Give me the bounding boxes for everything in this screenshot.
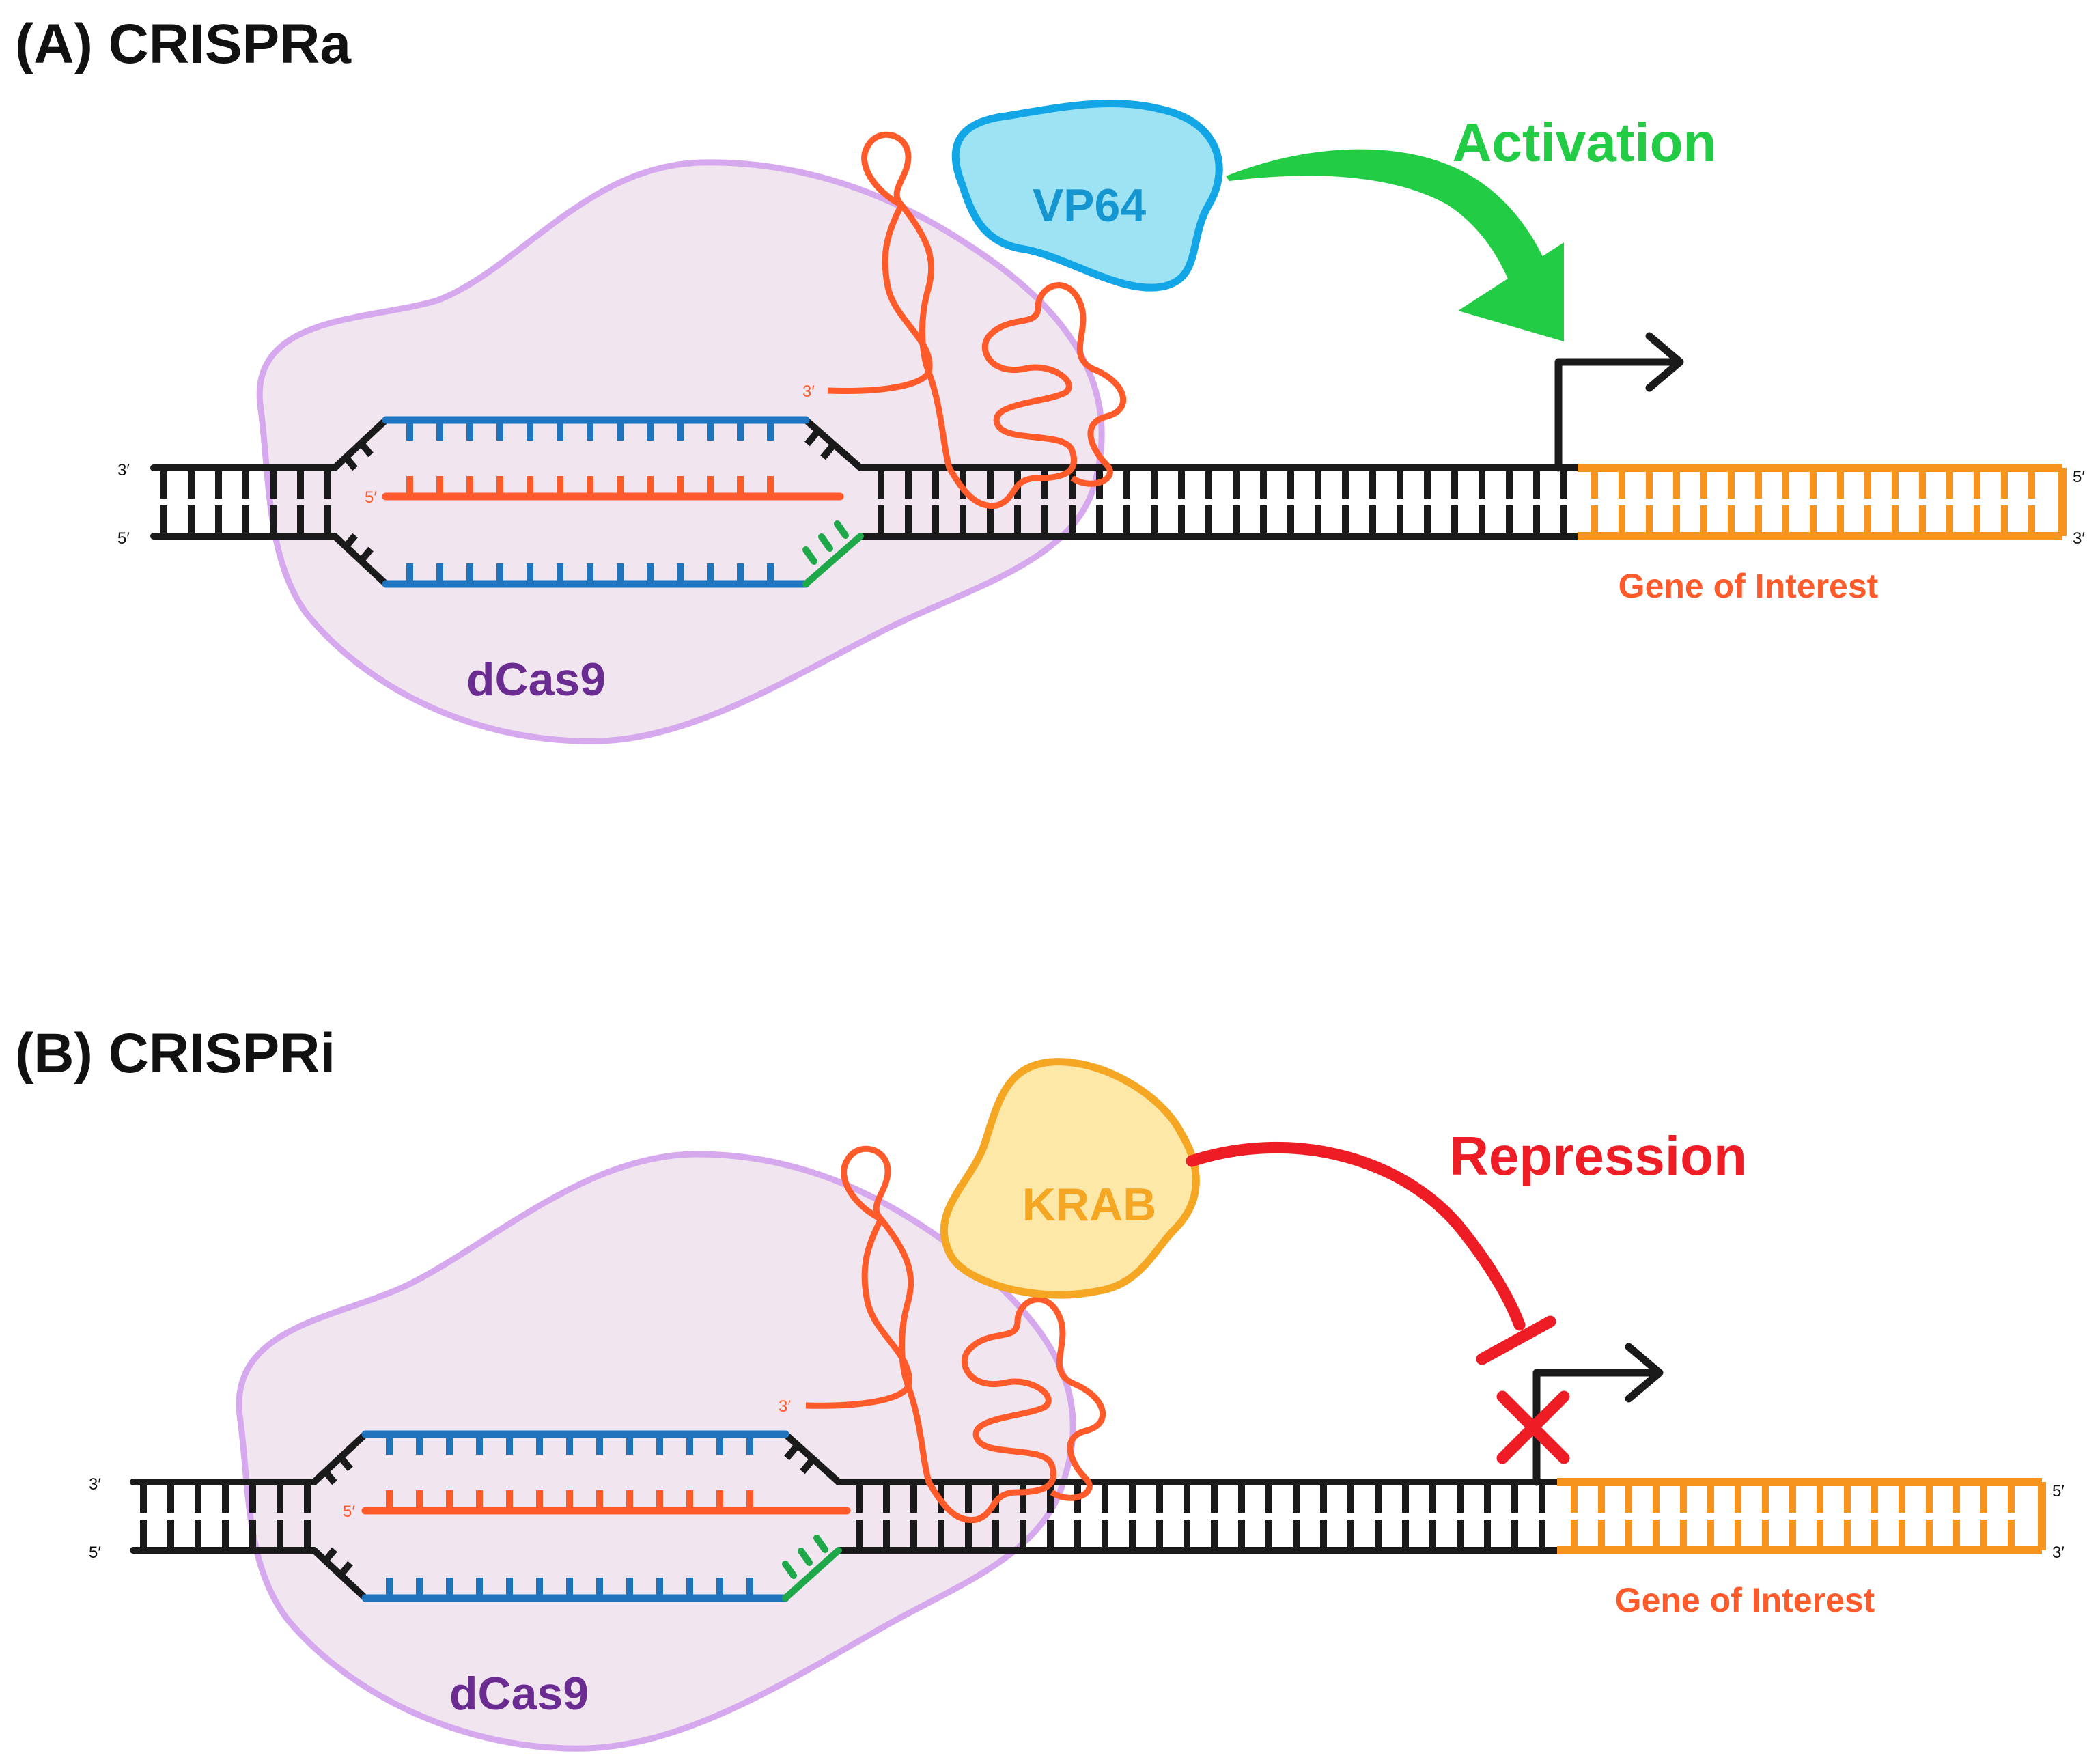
gene-of-interest-duplex <box>1578 464 2067 540</box>
base <box>322 1468 337 1485</box>
base <box>800 1457 815 1474</box>
panel-crispri: (B) CRISPRi <box>15 1022 2064 1752</box>
activation-label: Activation <box>1453 112 1717 173</box>
activation-arrow-icon <box>1226 149 1564 341</box>
end-label-left-top: 3′ <box>89 1475 101 1494</box>
gene-label: Gene of Interest <box>1615 1581 1875 1619</box>
pam-site <box>782 1535 842 1602</box>
r-loop-bases <box>322 1443 815 1578</box>
rna-5-end-label: 5′ <box>343 1502 355 1521</box>
transcription-start-arrow-icon <box>1554 332 1684 472</box>
block-x-icon <box>1496 1390 1570 1464</box>
krab-effector <box>940 1058 1200 1299</box>
vp64-label: VP64 <box>1033 180 1147 232</box>
end-label-left-bottom: 5′ <box>117 529 130 548</box>
base <box>820 443 836 460</box>
base <box>342 533 358 550</box>
base <box>337 1561 353 1578</box>
panel-crispra: (A) CRISPRa <box>15 13 2085 744</box>
end-label-right-top: 5′ <box>2052 1482 2064 1500</box>
repression-bar-icon <box>1186 1141 1556 1365</box>
target-strand-bases <box>386 1434 753 1598</box>
gene-base-pairs <box>1591 468 2035 536</box>
base <box>337 1454 353 1472</box>
guide-rna-scaffold <box>827 131 1127 509</box>
end-label-left-bottom: 5′ <box>89 1543 101 1562</box>
base <box>358 440 374 458</box>
panel-b-title: (B) CRISPRi <box>15 1022 335 1085</box>
rna-3-end-label: 3′ <box>779 1397 791 1416</box>
target-strand-bases <box>406 420 774 584</box>
krab-label: KRAB <box>1022 1179 1156 1231</box>
gene-label: Gene of Interest <box>1619 567 1879 605</box>
guide-rna-bases <box>406 476 774 497</box>
repression-label: Repression <box>1449 1125 1747 1186</box>
dcas9-label: dCas9 <box>449 1668 589 1720</box>
end-label-right-bottom: 3′ <box>2073 529 2085 548</box>
end-label-right-top: 5′ <box>2073 468 2085 486</box>
pam-site <box>802 520 864 587</box>
dna-base-pairs-right <box>878 468 1567 536</box>
vp64-effector <box>951 100 1223 292</box>
r-loop-bases <box>342 429 836 564</box>
dcas9-protein <box>256 159 1105 744</box>
dcas9-label: dCas9 <box>466 654 606 705</box>
guide-rna-bases <box>386 1490 753 1511</box>
dna-base-pairs-left <box>140 1482 311 1550</box>
transcription-start-arrow-icon <box>1532 1343 1664 1486</box>
rna-3-end-label: 3′ <box>802 382 815 401</box>
end-label-right-bottom: 3′ <box>2052 1543 2064 1562</box>
base <box>784 1443 800 1461</box>
gene-base-pairs <box>1571 1482 2015 1550</box>
target-strand <box>361 1430 789 1602</box>
end-label-left-top: 3′ <box>117 461 130 479</box>
base <box>322 1547 337 1565</box>
target-strand <box>382 416 810 588</box>
gene-of-interest-duplex <box>1557 1478 2046 1554</box>
guide-rna-scaffold <box>805 1145 1106 1524</box>
dna-base-pairs-left <box>160 468 331 536</box>
base <box>342 453 358 471</box>
base <box>804 429 820 447</box>
base <box>358 546 374 564</box>
rna-5-end-label: 5′ <box>365 488 377 507</box>
panel-a-title: (A) CRISPRa <box>15 13 352 75</box>
